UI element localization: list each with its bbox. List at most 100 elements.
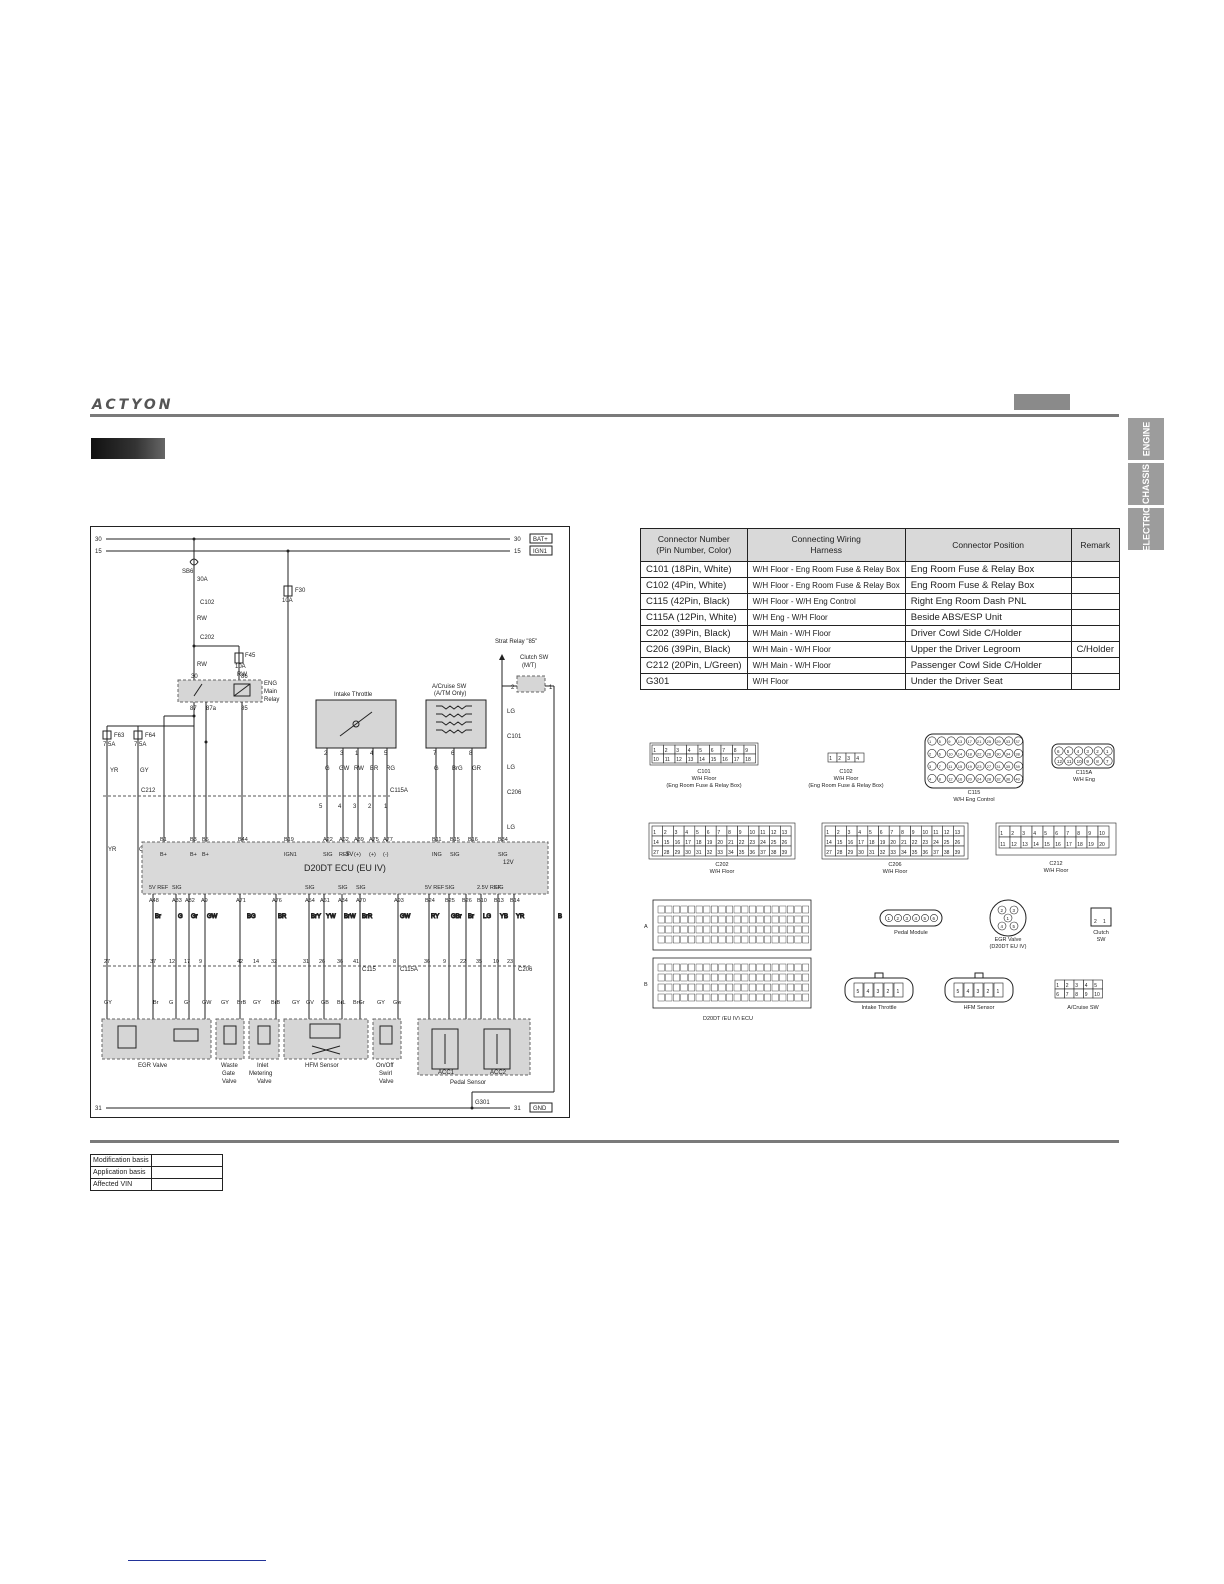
pin-label: 33	[890, 850, 896, 856]
pin-label: 20	[1099, 842, 1105, 848]
pin-label: 2	[664, 830, 667, 836]
side-tab-electric[interactable]: ELECTRIC	[1128, 507, 1164, 552]
connector-table-row: C102 (4Pin, White)W/H Floor - Eng Room F…	[640, 577, 1120, 594]
ecu-pin: B5	[202, 837, 209, 843]
ecu-pin: A62	[339, 837, 349, 843]
svg-text:GND: GND	[533, 1106, 547, 1112]
pin-label: 26	[782, 840, 788, 846]
connector-table: Connector Number(Pin Number, Color) Conn…	[640, 528, 1120, 690]
wire-color: BrGr	[353, 1000, 365, 1006]
pin-label: 12	[771, 830, 777, 836]
pin-label: 18	[967, 752, 972, 757]
ecu-pin-function: 5V REF	[425, 885, 445, 891]
pin-label: 39	[782, 850, 788, 856]
pin-label: 34	[728, 850, 734, 856]
svg-text:Swirl: Swirl	[379, 1071, 392, 1077]
ign1-rail: 15 15 IGN1	[95, 545, 553, 556]
connector-pin: 31	[303, 959, 309, 965]
bat-rail: 30 30 BAT+	[95, 533, 553, 544]
cell-connector: C202 (39Pin, Black)	[640, 625, 748, 642]
svg-text:8: 8	[469, 751, 473, 757]
svg-text:31: 31	[95, 1106, 102, 1112]
ecu-pin: A61	[320, 898, 330, 904]
pin-label: 29	[848, 850, 854, 856]
hfm-sensor	[283, 1018, 369, 1060]
side-tab-engine[interactable]: ENGINE	[1128, 418, 1164, 460]
mod-label: Affected VIN	[90, 1178, 152, 1191]
ecu-row-label: A	[644, 924, 648, 930]
ecu-pin-function: SIG	[356, 885, 365, 891]
svg-text:D20DT ECU (EU IV): D20DT ECU (EU IV)	[304, 863, 386, 873]
pin-label: 5	[696, 830, 699, 836]
ecu-pin: B34	[498, 837, 508, 843]
wire-color: BrY	[311, 914, 321, 920]
connector-caption: C212	[1049, 861, 1062, 867]
wire-color: GY	[221, 1000, 229, 1006]
pin-label: 4	[1085, 983, 1088, 989]
side-tab-chassis[interactable]: CHASSIS	[1128, 463, 1164, 505]
pin-label: 2	[1096, 749, 1099, 754]
svg-text:Inlet: Inlet	[257, 1063, 269, 1069]
svg-text:Gate: Gate	[222, 1071, 236, 1077]
pin-label: 4	[858, 830, 861, 836]
pin-label: 28	[837, 850, 843, 856]
svg-text:Metering: Metering	[249, 1071, 272, 1077]
pin-label: 2	[929, 752, 932, 757]
ecu-pin-function: ING	[432, 852, 442, 858]
connector-caption: C115A	[1076, 770, 1093, 776]
pin-label: 1	[888, 916, 891, 921]
pin-label: 6	[1057, 749, 1060, 754]
pin-label: 3	[1013, 908, 1016, 913]
svg-text:C115A: C115A	[400, 967, 418, 973]
pin-label: 2	[897, 916, 900, 921]
pin-label: 2	[1094, 919, 1097, 925]
svg-text:C212: C212	[141, 788, 156, 794]
pin-label: 17	[858, 840, 864, 846]
wire-color: B	[558, 914, 562, 920]
pin-label: 1	[1007, 916, 1010, 921]
pedal-sensor	[417, 1018, 531, 1076]
svg-text:12V: 12V	[503, 860, 514, 866]
svg-text:EGR Valve: EGR Valve	[138, 1063, 168, 1069]
connector-caption: C101	[697, 769, 710, 775]
connector-caption: SW	[1097, 937, 1107, 943]
connector-pin: 41	[353, 959, 359, 965]
pin-label: 25	[771, 840, 777, 846]
cell-remark	[1070, 577, 1120, 594]
pin-label: 4	[867, 989, 870, 995]
pin-label: 23	[750, 840, 756, 846]
pin-label: 14	[653, 840, 659, 846]
ecu-pin: B1	[160, 837, 167, 843]
connector-pin: 37	[150, 959, 156, 965]
connector-caption: W/H Floor	[692, 776, 717, 782]
wire-color: BR	[278, 914, 287, 920]
svg-text:2: 2	[324, 751, 328, 757]
connector-caption: (Eng Room Fuse & Relay Box)	[666, 783, 741, 789]
pin-label: 3	[848, 830, 851, 836]
ecu-pin: A76	[272, 898, 282, 904]
svg-text:G: G	[434, 766, 439, 772]
wire-color: GY	[377, 1000, 385, 1006]
pin-label: 17	[1066, 842, 1072, 848]
ecu-pin-function: SIG	[498, 852, 507, 858]
svg-text:YR: YR	[110, 768, 119, 774]
mod-value	[150, 1154, 223, 1167]
ecu-pin-function: SIG	[445, 885, 454, 891]
svg-text:IGN1: IGN1	[533, 549, 548, 555]
pin-label: 6	[1055, 831, 1058, 837]
pin-cell	[953, 845, 965, 857]
pin-label: 29	[996, 739, 1001, 744]
wire-color: Gr	[184, 1000, 190, 1006]
ecu-box	[141, 841, 549, 895]
pin-label: 31	[996, 764, 1001, 769]
pin-label: 10	[948, 752, 953, 757]
ecu-pin: A39	[354, 837, 364, 843]
pin-label: 27	[987, 764, 992, 769]
wire-color: BG	[247, 914, 256, 920]
pin-label: 16	[722, 757, 728, 763]
svg-text:2: 2	[368, 804, 372, 810]
svg-text:5V: 5V	[346, 852, 353, 858]
pin-label: 4	[929, 777, 932, 782]
